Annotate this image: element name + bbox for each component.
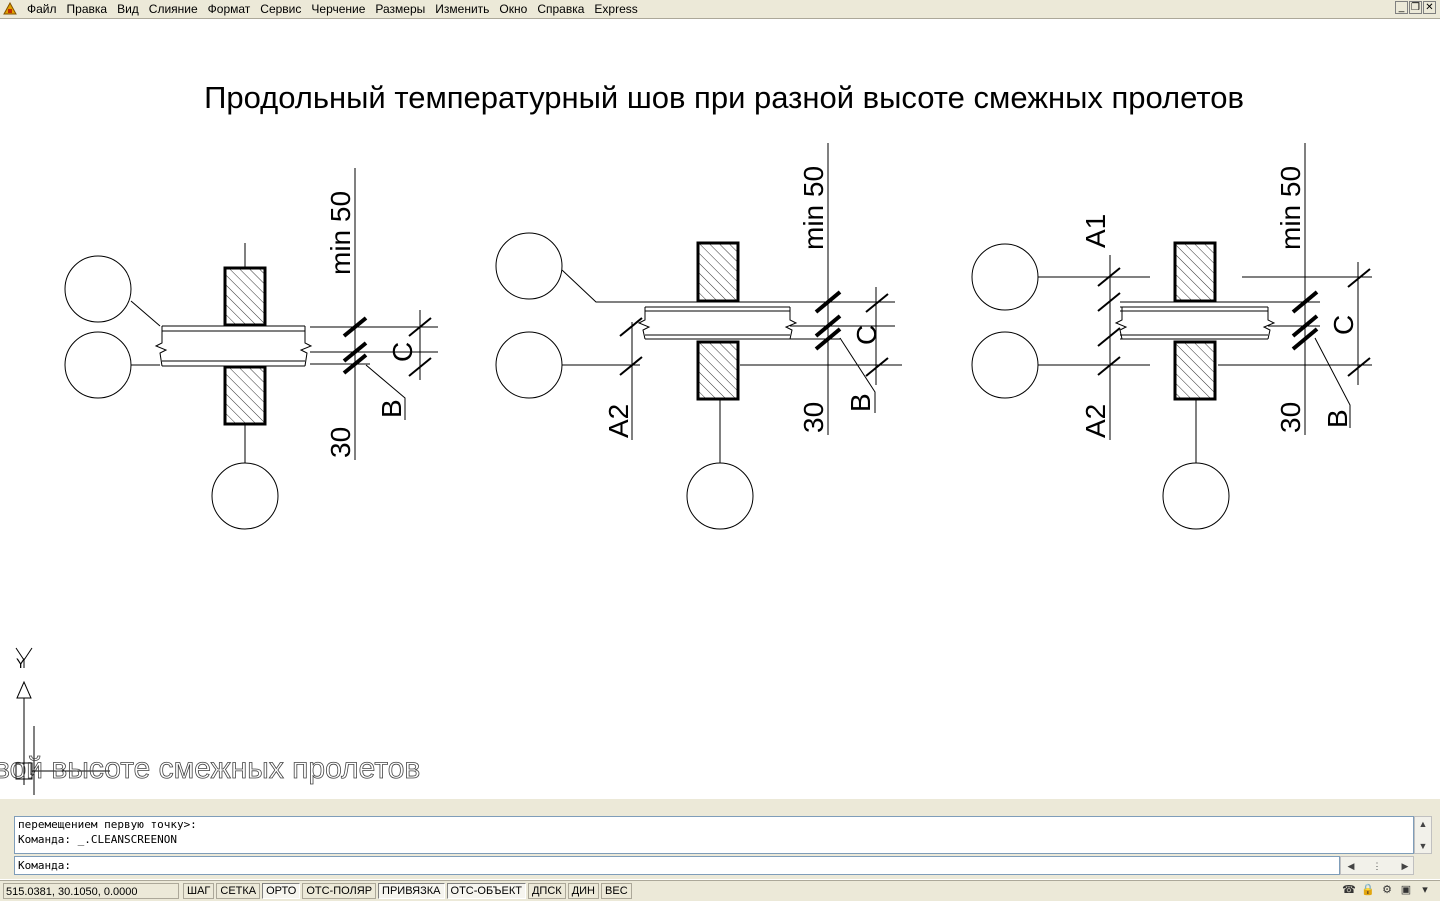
axis-bubble-top-left bbox=[971, 243, 1039, 311]
scroll-down-icon[interactable]: ▼ bbox=[1418, 841, 1428, 851]
tray-settings-icon[interactable]: ⚙ bbox=[1382, 884, 1392, 896]
menu-item-10[interactable]: Справка bbox=[537, 2, 585, 16]
axis-bubble-bottom-left bbox=[971, 331, 1039, 399]
status-toggle-2[interactable]: ОРТО bbox=[262, 883, 301, 899]
detail-2-a2-label[interactable]: A2 bbox=[603, 404, 634, 438]
comm-center-icon[interactable]: ☎ bbox=[1342, 884, 1356, 896]
detail-2-b-label[interactable]: B bbox=[845, 393, 876, 412]
axis-bubble-top-left bbox=[64, 255, 132, 323]
detail-3-bottom-dim[interactable]: 30 bbox=[1275, 402, 1306, 433]
ucs-icon bbox=[15, 647, 110, 795]
detail-2-top-dim[interactable]: min 50 bbox=[798, 166, 829, 250]
menu-item-1[interactable]: Правка bbox=[66, 2, 108, 16]
drawing-canvas[interactable]: Продольный температурный шов при разной … bbox=[0, 19, 1440, 799]
detail-1[interactable] bbox=[64, 168, 438, 530]
axis-bubble-bottom bbox=[211, 462, 279, 530]
axis-bubble-bottom bbox=[1162, 462, 1230, 530]
detail-2-c-label[interactable]: C bbox=[851, 325, 882, 345]
coordinates-readout[interactable]: 515.0381, 30.1050, 0.0000 bbox=[3, 883, 179, 899]
lock-icon[interactable]: 🔒 bbox=[1361, 884, 1375, 896]
menu-arrow-icon[interactable]: ▾ bbox=[1422, 884, 1428, 896]
restore-icon[interactable]: ❐ bbox=[1409, 1, 1422, 14]
app-icon[interactable] bbox=[3, 2, 17, 15]
drawing-svg: Продольный температурный шов при разной … bbox=[0, 80, 1372, 795]
scroll-up-icon[interactable]: ▲ bbox=[1418, 819, 1428, 829]
status-toggle-8[interactable]: ВЕС bbox=[601, 883, 632, 899]
status-tray: ☎ 🔒 ⚙ ▣ ▾ bbox=[1342, 883, 1432, 897]
menu-items: Файл Правка Вид Слияние Формат Сервис Черчение… bbox=[24, 0, 645, 18]
menu-item-0[interactable]: Файл bbox=[27, 2, 57, 16]
close-icon[interactable]: ✕ bbox=[1423, 1, 1436, 14]
dragged-text-fragment[interactable]: вой высоте смежных пролетов bbox=[0, 752, 421, 786]
ucs-y-label: Y bbox=[16, 655, 26, 671]
menu-item-8[interactable]: Изменить bbox=[435, 2, 490, 16]
menu-item-9[interactable]: Окно bbox=[499, 2, 528, 16]
minimize-icon[interactable]: _ bbox=[1395, 1, 1408, 14]
drawing-title[interactable]: Продольный температурный шов при разной … bbox=[204, 80, 1244, 115]
menu-item-4[interactable]: Формат bbox=[207, 2, 251, 16]
status-toggle-6[interactable]: ДПСК bbox=[527, 883, 566, 899]
detail-1-bottom-dim[interactable]: 30 bbox=[325, 427, 356, 458]
clean-screen-icon[interactable]: ▣ bbox=[1400, 884, 1412, 896]
detail-2-bottom-dim[interactable]: 30 bbox=[798, 402, 829, 433]
status-toggle-7[interactable]: ДИН bbox=[567, 883, 600, 899]
detail-1-c-label[interactable]: C bbox=[387, 342, 418, 362]
axis-bubble-bottom-left bbox=[495, 331, 563, 399]
status-toggle-4[interactable]: ПРИВЯЗКА bbox=[378, 883, 445, 899]
menu-item-3[interactable]: Слияние bbox=[148, 2, 198, 16]
status-toggle-1[interactable]: СЕТКА bbox=[216, 883, 261, 899]
detail-3-a1-label[interactable]: A1 bbox=[1080, 214, 1111, 248]
scroll-right-icon[interactable]: ▶ bbox=[1401, 861, 1409, 871]
axis-bubble-bottom-left bbox=[64, 331, 132, 399]
scroll-thumb-icon[interactable]: ⋮ bbox=[1372, 861, 1382, 871]
axis-bubble-top-left bbox=[495, 232, 563, 300]
detail-3[interactable] bbox=[971, 143, 1372, 530]
command-window: перемещением первую точку>: Команда: _.C… bbox=[0, 799, 1440, 879]
history-line: перемещением первую точку>: bbox=[18, 818, 197, 831]
detail-3-c-label[interactable]: C bbox=[1328, 315, 1359, 335]
status-toggle-0[interactable]: ШАГ bbox=[183, 883, 215, 899]
detail-3-top-dim[interactable]: min 50 bbox=[1275, 166, 1306, 250]
history-line: Команда: _.CLEANSCREENON bbox=[18, 833, 177, 846]
status-toggle-5[interactable]: ОТС-ОБЪЕКТ bbox=[446, 883, 526, 899]
menu-bar: Файл Правка Вид Слияние Формат Сервис Черчение… bbox=[0, 0, 1440, 19]
horizontal-scrollbar[interactable]: ◀ ⋮ ▶ bbox=[1340, 856, 1414, 875]
detail-3-a2-label[interactable]: A2 bbox=[1080, 404, 1111, 438]
menu-item-11[interactable]: Express bbox=[594, 2, 638, 16]
history-scrollbar[interactable]: ▲ ▼ bbox=[1414, 816, 1432, 854]
status-toggle-3[interactable]: ОТС-ПОЛЯР bbox=[302, 883, 377, 899]
menu-item-5[interactable]: Сервис bbox=[260, 2, 302, 16]
command-history[interactable]: перемещением первую точку>: Команда: _.C… bbox=[14, 816, 1414, 854]
menu-item-7[interactable]: Размеры bbox=[375, 2, 426, 16]
menu-item-2[interactable]: Вид bbox=[117, 2, 139, 16]
axis-bubble-bottom bbox=[686, 462, 754, 530]
window-controls: _ ❐ ✕ bbox=[1395, 1, 1436, 14]
menu-item-6[interactable]: Черчение bbox=[311, 2, 366, 16]
scroll-left-icon[interactable]: ◀ bbox=[1347, 861, 1355, 871]
detail-3-b-label[interactable]: B bbox=[1322, 409, 1353, 428]
detail-1-top-dim[interactable]: min 50 bbox=[325, 191, 356, 275]
detail-2[interactable] bbox=[495, 143, 902, 530]
command-input[interactable]: Команда: bbox=[14, 856, 1340, 875]
detail-1-b-label[interactable]: B bbox=[376, 399, 407, 418]
